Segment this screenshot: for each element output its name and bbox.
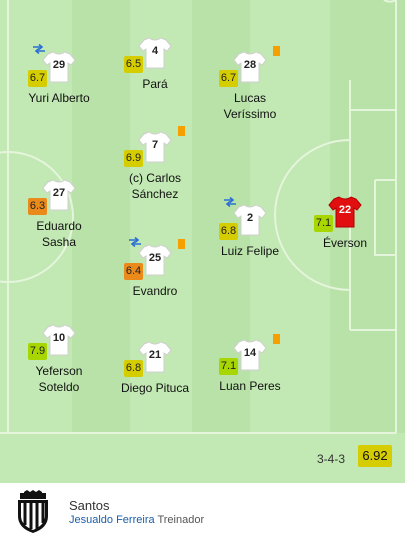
player-rating-badge: 6.7 xyxy=(219,70,238,87)
player-name: Evandro xyxy=(132,284,178,298)
player-rating-badge: 7.9 xyxy=(28,343,47,360)
shirt-icon: 25 xyxy=(138,243,172,277)
shirt-number: 2 xyxy=(246,212,254,224)
player-rating-badge: 6.9 xyxy=(124,150,143,167)
player-name: (c) Carlos Sánchez xyxy=(128,171,181,201)
player-rating-badge: 6.7 xyxy=(28,70,47,87)
shirt-icon: 29 xyxy=(42,50,76,84)
shirt-number: 21 xyxy=(148,349,162,361)
player-name: Pará xyxy=(142,77,168,91)
player-rating-badge: 7.1 xyxy=(219,358,238,375)
substitution-icon xyxy=(224,197,236,207)
shirt-icon: 21 xyxy=(138,340,172,374)
shirt-number: 22 xyxy=(338,204,352,216)
player-rating-badge: 6.3 xyxy=(28,198,47,215)
pitch-markings xyxy=(0,0,397,434)
shirt-icon: 14 xyxy=(233,338,267,372)
team-name[interactable]: Santos xyxy=(69,498,110,513)
shirt-icon: 4 xyxy=(138,36,172,70)
shirt-icon: 2 xyxy=(233,203,267,237)
team-rating-badge: 6.92 xyxy=(358,445,392,467)
coach-line: Jesualdo Ferreira Treinador xyxy=(69,514,204,526)
shirt-icon: 10 xyxy=(42,323,76,357)
player-rating-badge: 6.8 xyxy=(219,223,238,240)
player-marker[interactable]: 7 6.9 (c) Carlos Sánchez xyxy=(110,126,200,202)
shirt-number: 10 xyxy=(52,332,66,344)
formation-label: 3-4-3 xyxy=(317,452,346,466)
shirt-number: 25 xyxy=(148,252,162,264)
player-rating-badge: 6.8 xyxy=(124,360,143,377)
yellow-card-icon xyxy=(178,239,185,249)
player-name: Yuri Alberto xyxy=(28,91,90,105)
player-name: Éverson xyxy=(322,236,368,250)
yellow-card-icon xyxy=(273,334,280,344)
player-name: Yeferson Soteldo xyxy=(35,364,83,394)
player-name: Eduardo Sasha xyxy=(36,219,82,249)
player-name: Lucas Veríssimo xyxy=(223,91,277,121)
coach-role-label: Treinador xyxy=(157,514,205,526)
yellow-card-icon xyxy=(178,126,185,136)
shirt-icon: 28 xyxy=(233,50,267,84)
shirt-number: 4 xyxy=(151,45,159,57)
shirt-number: 28 xyxy=(243,59,257,71)
shirt-number: 7 xyxy=(151,139,159,151)
team-crest-icon[interactable] xyxy=(14,490,52,539)
player-name: Luan Peres xyxy=(219,379,281,393)
player-name: Diego Pituca xyxy=(120,381,190,395)
substitution-icon xyxy=(33,44,45,54)
shirt-icon: 22 xyxy=(328,195,362,229)
yellow-card-icon xyxy=(273,46,280,56)
player-rating-badge: 7.1 xyxy=(314,215,333,232)
shirt-icon: 7 xyxy=(138,130,172,164)
shirt-number: 29 xyxy=(52,59,66,71)
shirt-number: 27 xyxy=(52,187,66,199)
player-name: Luiz Felipe xyxy=(220,244,280,258)
shirt-icon: 27 xyxy=(42,178,76,212)
pitch-stripe xyxy=(72,0,130,433)
player-rating-badge: 6.5 xyxy=(124,56,143,73)
substitution-icon xyxy=(129,237,141,247)
player-rating-badge: 6.4 xyxy=(124,263,143,280)
coach-name-link[interactable]: Jesualdo Ferreira xyxy=(69,514,155,526)
shirt-number: 14 xyxy=(243,347,257,359)
